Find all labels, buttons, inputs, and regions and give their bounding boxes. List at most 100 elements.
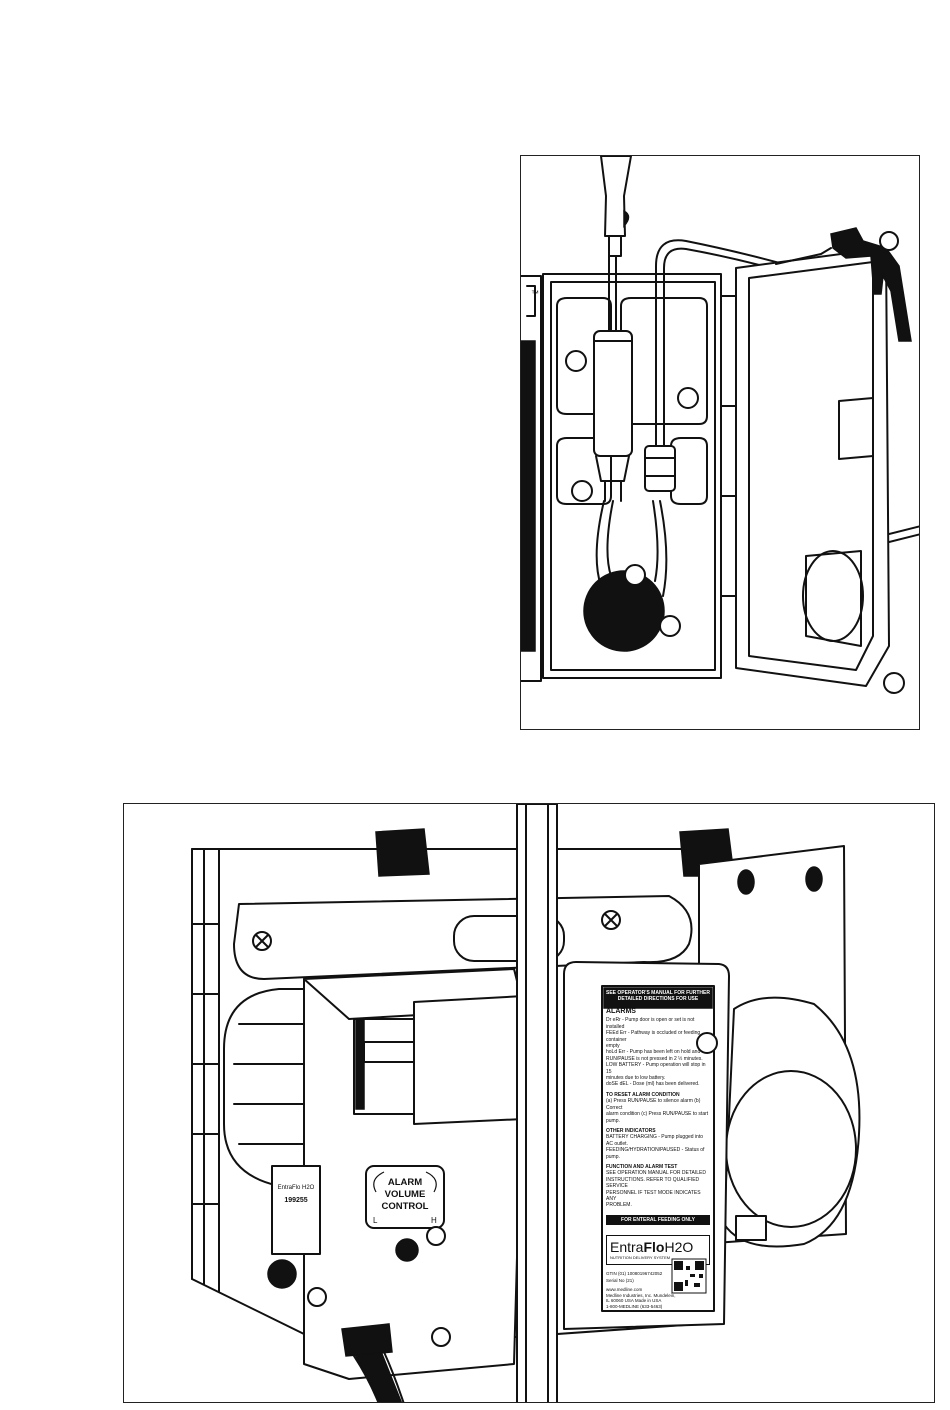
- label-function-line: PERSONNEL IF TEST MODE INDICATES ANY: [606, 1189, 701, 1202]
- screw-left-cross: [255, 934, 269, 948]
- top-handle-left: [375, 828, 430, 877]
- label-serial: Serial No (21): [606, 1277, 634, 1283]
- label-gtin: GTIN (01) 10080196742052: [606, 1271, 663, 1277]
- instruction-label-text: SEE OPERATOR'S MANUAL FOR FURTHER DETAIL…: [606, 990, 710, 1309]
- latch-arm: [775, 247, 832, 265]
- iv-pole-highlight: [525, 804, 549, 1402]
- callout-drip-chamber: [565, 350, 587, 372]
- side-label-model: 199255: [284, 1197, 307, 1204]
- label-reset-line: (a) Press RUN/PAUSE to silence alarm (b)…: [606, 1098, 701, 1111]
- bracket-hole-2: [805, 866, 823, 892]
- trademark-symbol: ™: [531, 289, 539, 298]
- label-alarm-line: hoLd Err - Pump has been left on hold an…: [606, 1049, 701, 1056]
- callout-latch: [879, 231, 899, 251]
- alarm-volume-line1: ALARM: [388, 1177, 422, 1188]
- side-label-brand: EntraFlo H2O: [278, 1185, 315, 1191]
- rib-mid-left: [556, 437, 612, 505]
- power-button[interactable]: [267, 1259, 297, 1289]
- callout-power-cord: [431, 1327, 451, 1347]
- callout-inlet-connector: [571, 480, 593, 502]
- label-alarm-line: Dr eRr - Pump door is open or set is not…: [606, 1017, 695, 1030]
- door-recess-box: [805, 550, 862, 647]
- alarm-volume-line3: CONTROL: [382, 1201, 429, 1212]
- clamp-window-shadow: [355, 1019, 365, 1110]
- drip-chamber-outlet: [595, 455, 630, 482]
- pump-back-illustration: ALARM VOLUME CONTROL L H EntraFlo H2O 19…: [191, 804, 861, 1402]
- pump-back-view-diagram: ALARM VOLUME CONTROL L H EntraFlo H2O 19…: [123, 803, 935, 1403]
- drip-chamber-stem: [604, 480, 622, 502]
- label-info-line: IL 60060 USA Made in USA: [606, 1298, 662, 1303]
- qr-code: [671, 1258, 707, 1294]
- label-function-line: PROBLEM.: [606, 1202, 632, 1209]
- clamp-jaw: [413, 995, 525, 1125]
- label-header-bar: [603, 987, 713, 1009]
- cover-stem: [735, 1215, 767, 1241]
- tube-loop-left: [595, 500, 605, 587]
- pump-body-inner: [550, 281, 716, 671]
- pump-door-open-diagram: ™: [520, 155, 920, 730]
- label-brand-pre: Entra: [610, 1239, 644, 1256]
- door-slot: [838, 397, 874, 460]
- label-function-line: SEE OPERATION MANUAL FOR DETAILED: [606, 1170, 706, 1177]
- pump-door: [735, 247, 890, 687]
- alarm-volume-panel: [365, 1165, 445, 1229]
- flush-connector: [644, 445, 676, 492]
- housing-left-edge: [521, 275, 542, 682]
- label-reset-title: TO RESET ALARM CONDITION: [606, 1091, 680, 1098]
- housing-notch: [526, 285, 536, 317]
- pump-body: [542, 273, 722, 679]
- callout-instruction-label: [696, 1032, 718, 1054]
- pole-clamp-knob: [223, 988, 310, 1187]
- door-latch: [830, 227, 912, 342]
- power-cord-body: [354, 1353, 403, 1402]
- alarm-volume-line2: VOLUME: [385, 1189, 426, 1200]
- iv-pole: [516, 804, 558, 1402]
- screw-right-cross: [604, 913, 618, 927]
- label-header: SEE OPERATOR'S MANUAL FOR FURTHER DETAIL…: [606, 990, 710, 1003]
- label-brand-sub: NUTRITION DELIVERY SYSTEM: [610, 1255, 671, 1261]
- alarm-volume-low: L: [373, 1216, 378, 1225]
- label-reset-line: alarm condition (c) Press RUN/PAUSE to s…: [606, 1111, 709, 1124]
- rotor-roller-top: [624, 564, 646, 586]
- label-alarms-title: ALARMS: [606, 1008, 636, 1015]
- instruction-label: [601, 985, 715, 1312]
- flush-tube-outer: [655, 239, 792, 447]
- label-other-title: OTHER INDICATORS: [606, 1127, 656, 1134]
- label-info-line: Medline Industries, Inc. Mundelein,: [606, 1292, 676, 1298]
- knob-ridges: [233, 1023, 305, 1145]
- callout-power-button: [307, 1287, 327, 1307]
- label-other-line: FEEDING/HYDRATION/PAUSED - Status of pum…: [606, 1147, 705, 1160]
- alarm-volume-knob[interactable]: [395, 1238, 419, 1262]
- label-alarm-line: minutes due to low battery.: [606, 1075, 666, 1082]
- callout-flush-tube: [677, 387, 699, 409]
- tube-loop-right: [659, 500, 668, 597]
- label-other-line: BATTERY CHARGING - Pump plugged into AC …: [606, 1134, 703, 1147]
- hinge-segments: [191, 923, 220, 1205]
- inlet-tube: [608, 255, 617, 332]
- label-function-line: INSTRUCTIONS. REFER TO QUALIFIED SERVICE: [606, 1176, 700, 1190]
- spike-neck: [608, 235, 622, 257]
- label-alarm-line: doSE dEL - Dose (ml) has been delivered.: [606, 1081, 700, 1088]
- callout-volume-knob: [426, 1226, 446, 1246]
- label-function-title: FUNCTION AND ALARM TEST: [606, 1163, 678, 1170]
- label-info-line: www.medline.com: [606, 1287, 643, 1292]
- rotor-roller-right: [659, 615, 681, 637]
- label-alarm-line: LOW BATTERY - Pump operation will stop i…: [606, 1062, 706, 1075]
- rib-mid-right: [670, 437, 708, 505]
- label-alarm-line: empty: [606, 1043, 620, 1050]
- callout-door-bottom: [883, 672, 905, 694]
- label-footer: FOR ENTERAL FEEDING ONLY: [606, 1214, 710, 1226]
- label-brand-post: H2O: [664, 1239, 694, 1256]
- drip-chamber: [593, 330, 633, 457]
- tube-loop-right-inner: [652, 500, 659, 582]
- pump-door-inner: [748, 261, 874, 671]
- label-brand: EntraFloH2O NUTRITION DELIVERY SYSTEM: [606, 1235, 710, 1266]
- label-alarm-line: FEEd Err - Pathway is occluded or feedin…: [606, 1030, 701, 1043]
- pump-door-illustration: ™: [521, 156, 919, 694]
- label-brand-bold: Flo: [643, 1239, 665, 1256]
- tube-loop-left-inner: [606, 500, 614, 577]
- label-info-line: 1-800-MEDLINE (633-5463): [606, 1303, 663, 1309]
- bracket-hole-1: [737, 869, 755, 895]
- clamp-screw: [363, 1041, 415, 1063]
- rear-cover-cap: [725, 1070, 857, 1228]
